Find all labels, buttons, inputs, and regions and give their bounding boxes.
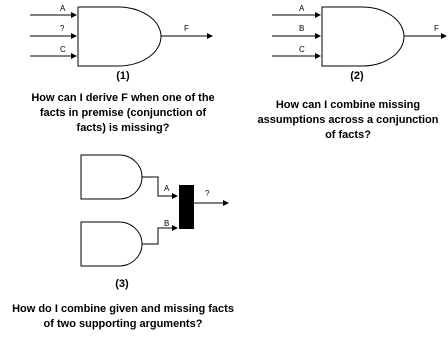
diagram-3: A B ? (3) [80, 154, 229, 290]
output-label-1: F [184, 24, 189, 33]
input-a-label-1: A [60, 4, 66, 13]
input-c-label-1: C [60, 45, 66, 54]
caption-2-line-1: How can I combine missing [275, 99, 421, 111]
caption-1-line-1: How can I derive F when one of the [31, 92, 215, 104]
diagram-1: A ? C F (1) [30, 4, 213, 82]
caption-3-line-2: of two supporting arguments? [43, 318, 203, 330]
caption-1: How can I derive F when one of the facts… [0, 91, 246, 136]
caption-3: How do I combine given and missing facts… [0, 302, 246, 332]
and-gate-3-top [80, 154, 143, 200]
input-c-label-2: C [299, 45, 305, 54]
caption-2-line-2: assumptions across a conjunction [257, 114, 439, 126]
diagram-number-3: (3) [115, 278, 129, 290]
output-label-2: F [434, 24, 439, 33]
caption-3-line-1: How do I combine given and missing facts [12, 303, 234, 315]
input-b-label-3: B [164, 219, 169, 228]
input-missing-label-1: ? [60, 24, 65, 33]
connector-a-3 [142, 176, 178, 199]
input-b-label-2: B [299, 24, 304, 33]
input-a-label-2: A [299, 4, 305, 13]
input-a-label-3: A [164, 184, 170, 193]
diagram-2: A B C F (2) [272, 4, 447, 82]
and-gate-2 [321, 6, 405, 67]
output-label-3: ? [205, 189, 210, 198]
caption-2: How can I combine missing assumptions ac… [248, 98, 448, 143]
and-gate-3-bottom [80, 221, 143, 267]
and-gate-1 [77, 6, 162, 67]
combiner-block-3 [179, 185, 194, 229]
diagram-number-2: (2) [350, 70, 364, 82]
caption-2-line-3: of facts? [325, 129, 371, 141]
diagram-number-1: (1) [116, 70, 130, 82]
connector-b-3 [142, 225, 178, 245]
caption-1-line-2: facts in premise (conjunction of [39, 107, 207, 119]
caption-1-line-3: facts) is missing? [76, 122, 170, 134]
